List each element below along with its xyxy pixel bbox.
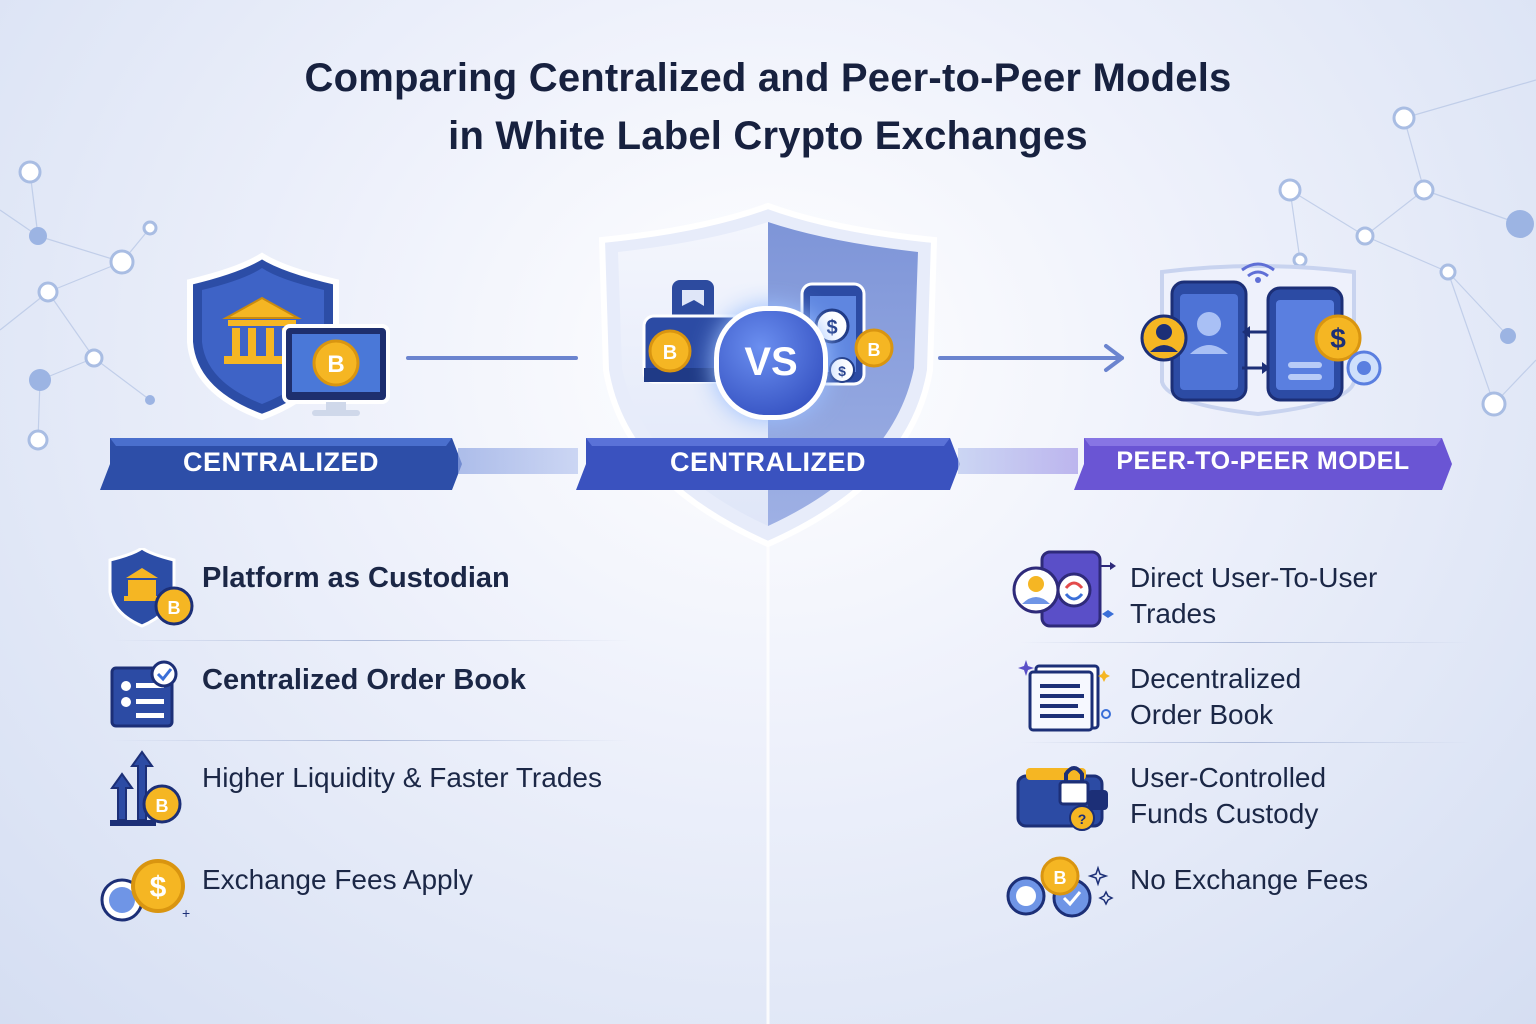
feature-decentralized-order-book-line1: Decentralized: [1130, 663, 1302, 694]
page-title-line-1: Comparing Centralized and Peer-to-Peer M…: [304, 56, 1232, 100]
svg-text:$: $: [826, 317, 837, 339]
svg-text:B: B: [663, 342, 677, 364]
svg-text:$: $: [1330, 323, 1346, 354]
feature-user-controlled-line1: User-Controlled: [1130, 762, 1327, 793]
feature-platform-custodian: Platform as Custodian: [202, 562, 510, 594]
banner-connector-left: [458, 448, 578, 474]
vs-badge: VS: [714, 306, 828, 420]
svg-text:B: B: [1054, 868, 1067, 888]
order-book-icon: [110, 660, 178, 728]
svg-text:B: B: [868, 340, 881, 360]
feature-decentralized-order-book-line2: Order Book: [1130, 699, 1274, 730]
user-exchange-icon: [1012, 550, 1116, 628]
page-title-line-2: in White Label Crypto Exchanges: [448, 114, 1088, 158]
bank-shield-icon: B: [187, 252, 390, 421]
p2p-phones-icon: $: [1140, 262, 1382, 417]
feature-higher-liquidity: Higher Liquidity & Faster Trades: [202, 762, 602, 793]
centralized-banner-center: CENTRALIZED: [572, 434, 964, 494]
feature-exchange-fees-apply: Exchange Fees Apply: [202, 864, 473, 895]
feature-direct-user-trades-line1: Direct User-To-User: [1130, 562, 1378, 593]
connector-lines: [406, 344, 1124, 372]
svg-text:B: B: [168, 598, 181, 618]
divider: [1020, 642, 1470, 643]
liquidity-arrows-icon: B: [110, 750, 182, 826]
svg-text:$: $: [838, 363, 846, 379]
centralized-banner-left: CENTRALIZED: [96, 434, 466, 494]
bank-shield-bitcoin-icon: B: [108, 548, 194, 628]
wallet-lock-icon: ?: [1016, 766, 1108, 831]
feature-user-controlled-line2: Funds Custody: [1130, 798, 1319, 829]
svg-text:B: B: [156, 796, 169, 816]
divider: [110, 740, 630, 741]
svg-text:+: +: [182, 905, 190, 921]
fee-coins-icon: $ +: [100, 859, 190, 922]
vs-label: VS: [744, 340, 798, 384]
p2p-banner: PEER-TO-PEER MODEL: [1070, 434, 1456, 494]
coins-sparkle-icon: B: [1006, 856, 1114, 918]
p2p-banner-label: PEER-TO-PEER MODEL: [1116, 447, 1410, 475]
svg-text:B: B: [327, 351, 344, 378]
feature-direct-user-trades-line2: Trades: [1130, 598, 1217, 629]
svg-text:$: $: [150, 871, 167, 904]
centralized-banner-left-label: CENTRALIZED: [183, 447, 379, 477]
divider: [110, 640, 630, 641]
banner-connector-right: [958, 448, 1078, 474]
svg-text:?: ?: [1078, 811, 1087, 827]
centralized-banner-center-label: CENTRALIZED: [670, 447, 866, 477]
document-icon: [1018, 660, 1111, 732]
feature-centralized-order-book: Centralized Order Book: [202, 664, 526, 696]
divider: [1020, 742, 1470, 743]
feature-no-exchange-fees: No Exchange Fees: [1130, 864, 1369, 895]
